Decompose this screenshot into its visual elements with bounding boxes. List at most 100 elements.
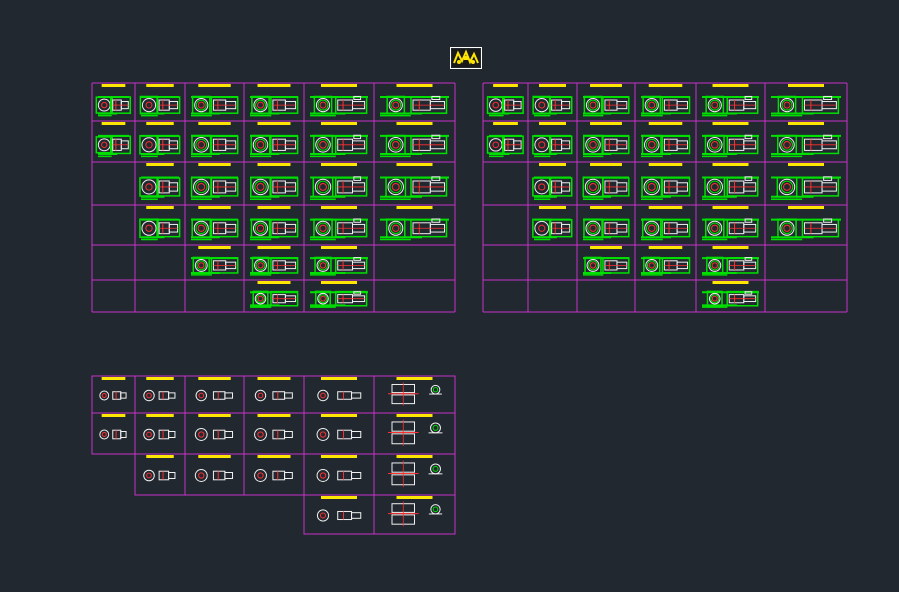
drawing-cell — [310, 84, 368, 117]
reducer-drawing — [250, 218, 299, 241]
reducer-drawing — [95, 134, 132, 158]
drawing-cell — [95, 84, 132, 117]
label-bar — [712, 122, 749, 125]
reducer-drawing — [143, 469, 176, 482]
label-bar — [198, 246, 231, 249]
cell-border — [243, 412, 305, 455]
reducer-drawing — [641, 95, 691, 117]
drawing-cell — [310, 206, 368, 241]
reducer-drawing — [702, 176, 759, 200]
drawing-cell — [702, 122, 759, 158]
reducer-drawing — [771, 176, 841, 200]
drawing-cell — [303, 453, 375, 496]
label-bar — [590, 206, 622, 209]
reducer-drawing — [583, 95, 630, 117]
drawing-cell — [139, 122, 181, 158]
reducer-drawing — [582, 134, 630, 158]
reducer-drawing — [99, 429, 127, 440]
cell-border — [303, 412, 375, 455]
label-bar — [321, 163, 357, 166]
drawing-cell — [250, 122, 299, 158]
drawing-cell — [380, 84, 449, 117]
drawing-cell — [250, 206, 299, 241]
drawing-cell — [583, 206, 630, 241]
label-bar — [257, 163, 291, 166]
drawing-cell — [532, 163, 573, 200]
label-bar — [146, 84, 174, 87]
drawing-cell — [380, 206, 449, 241]
cell-border — [303, 375, 375, 414]
drawing-cell — [250, 246, 299, 276]
cell-border — [184, 412, 245, 455]
drawing-cell — [310, 122, 368, 158]
reducer-drawing — [191, 256, 239, 276]
reducer-drawing — [143, 389, 176, 402]
cell-border — [184, 453, 245, 496]
label-bar — [396, 496, 433, 499]
reducer-drawing — [195, 389, 234, 402]
cell-border — [303, 453, 375, 496]
reducer-drawing — [139, 134, 181, 158]
label-bar — [198, 455, 231, 458]
label-bar — [257, 84, 291, 87]
drawing-cell — [303, 494, 375, 535]
cell-border — [243, 375, 305, 414]
reducer-drawing — [194, 428, 234, 441]
label-bar — [146, 377, 174, 380]
reducer-drawing — [250, 95, 299, 117]
label-bar — [712, 281, 749, 284]
reducer-drawing — [310, 176, 368, 200]
reducer-drawing — [254, 469, 293, 482]
reducer-drawing — [582, 176, 630, 200]
drawing-cell — [250, 163, 299, 200]
reducer-drawing — [641, 256, 691, 276]
label-bar — [198, 206, 231, 209]
drawing-cell — [583, 246, 630, 276]
reducer-drawing — [486, 134, 524, 158]
reducer-drawing — [191, 134, 239, 158]
drawing-cell — [641, 206, 691, 241]
label-bar — [648, 206, 683, 209]
drawing-cell — [310, 281, 368, 308]
drawing-cell — [702, 84, 759, 117]
label-bar — [590, 84, 622, 87]
drawing-cell — [641, 122, 691, 158]
drawing-cell — [702, 163, 759, 200]
drawing-cell — [303, 412, 375, 455]
reducer-drawing — [641, 218, 691, 241]
label-bar — [146, 414, 174, 417]
drawing-cell — [702, 246, 759, 276]
reducer-drawing — [388, 501, 443, 527]
drawing-cell — [243, 453, 305, 496]
drawing-cell — [641, 246, 691, 276]
label-bar — [788, 163, 824, 166]
drawing-cell — [139, 84, 181, 117]
reducer-drawing — [380, 176, 449, 200]
reducer-drawing — [139, 176, 181, 200]
drawing-cell — [310, 163, 368, 200]
label-bar — [539, 163, 566, 166]
reducer-drawing — [310, 290, 368, 308]
reducer-drawing — [641, 134, 691, 158]
label-bar — [257, 206, 291, 209]
label-bar — [788, 206, 824, 209]
drawing-cell — [191, 246, 239, 276]
label-bar — [712, 206, 749, 209]
drawing-cell — [243, 375, 305, 414]
drawing-cell — [191, 122, 239, 158]
label-bar — [321, 414, 357, 417]
label-bar — [198, 414, 231, 417]
label-bar — [590, 163, 622, 166]
reducer-drawing — [254, 428, 293, 441]
label-bar — [788, 84, 824, 87]
label-bar — [396, 122, 433, 125]
reducer-drawing — [310, 218, 368, 241]
label-bar — [146, 163, 174, 166]
reducer-drawing — [702, 290, 759, 308]
reducer-drawing — [194, 469, 234, 482]
reducer-drawing — [250, 134, 299, 158]
reducer-drawing — [532, 95, 573, 117]
drawing-cell — [486, 84, 524, 117]
label-bar — [198, 122, 231, 125]
drawing-cell — [184, 453, 245, 496]
